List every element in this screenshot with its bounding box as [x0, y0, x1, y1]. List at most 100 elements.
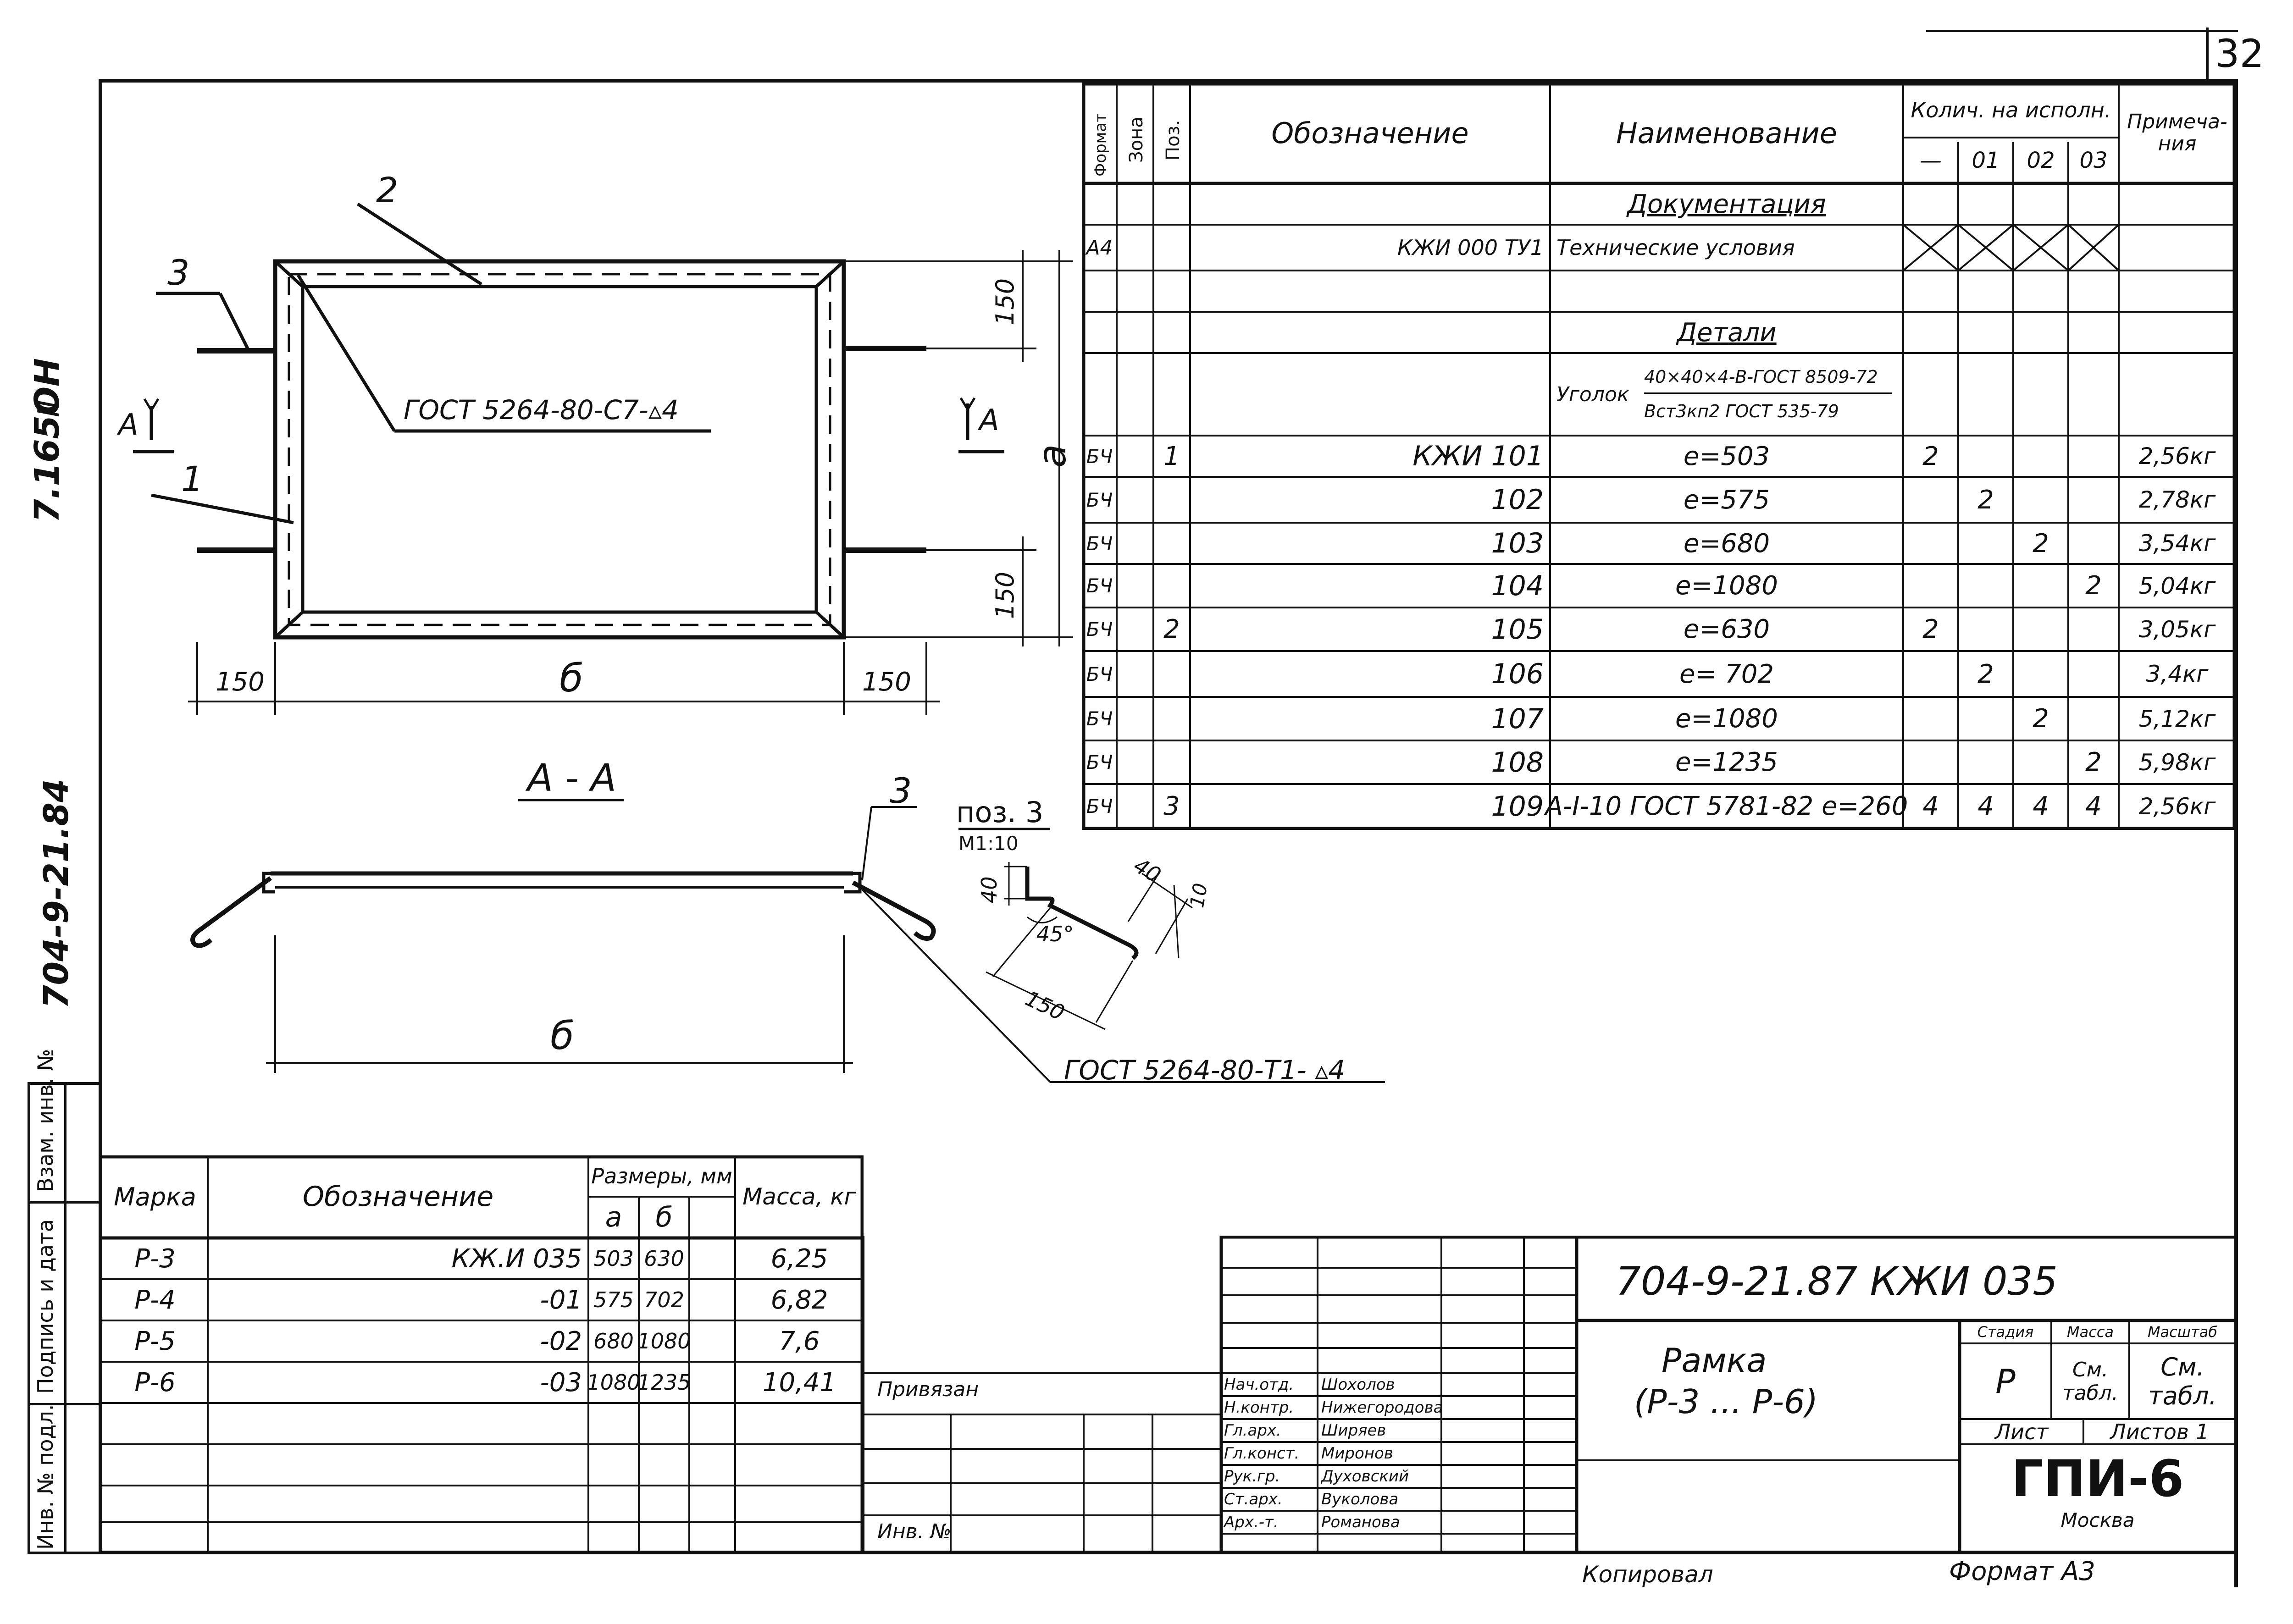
spec-row-qty: [1958, 608, 2013, 651]
spec-row-qty: 4: [1977, 791, 1994, 821]
spec-row-4-name: Уголок: [1556, 382, 1629, 406]
spec-row-qty: [2013, 608, 2068, 651]
sheets-label: Листов 1: [2110, 1419, 2209, 1444]
spec-row-note: 2,56кг: [2138, 793, 2216, 820]
copied-label: Копировал: [1582, 1561, 1713, 1588]
signatory-role: Арх.-т.: [1224, 1513, 1279, 1531]
sheet-label: Лист: [1994, 1419, 2049, 1444]
spec-row-qty: [1903, 523, 1958, 564]
spec-row-qty: 2: [1922, 614, 1939, 644]
spec-row-note: 2,56кг: [2138, 443, 2216, 470]
spec-row-qty: 2: [2085, 571, 2102, 601]
spec-row-qty: [2068, 608, 2119, 651]
side-strip-row1: [28, 1201, 101, 1204]
detail-dim-10: 10: [1185, 881, 1212, 910]
spec-row-designation: КЖИ 101: [1412, 440, 1544, 472]
marks-header-b: б: [655, 1201, 673, 1233]
dim-left-150: 150: [216, 667, 265, 697]
spec-row-designation: 108: [1491, 746, 1544, 779]
privyazan-label: Привязан: [877, 1378, 979, 1401]
dim-b-section: б: [550, 1013, 574, 1058]
sheet-num-box-left: [2206, 28, 2209, 82]
section-title: А - А: [527, 757, 616, 800]
side-strip-row2: [28, 1403, 101, 1405]
spec-row-designation: 105: [1491, 613, 1544, 646]
spec-row-pos: [1153, 651, 1190, 697]
spec-row-name: е=1080: [1675, 571, 1778, 601]
title-block-grid: [864, 1236, 2236, 1554]
detail-angle-45: 45°: [1036, 922, 1074, 946]
format-label: Формат А3: [1949, 1557, 2095, 1586]
signatory-name: Нижегородова: [1321, 1398, 1441, 1417]
spec-row-pos: [1153, 523, 1190, 564]
spec-row-qty: [1958, 436, 2013, 477]
spec-table: Формат Зона Поз. Обозначение Наименовани…: [1082, 83, 2236, 830]
spec-row-name: е=1235: [1675, 747, 1778, 777]
section-marker-right: А: [979, 403, 999, 437]
spec-row-note: 5,98кг: [2138, 749, 2216, 776]
marks-grid: [102, 1155, 864, 1554]
marks-header-mark: Марка: [114, 1182, 196, 1211]
spec-row-pos: [1153, 477, 1190, 523]
spec-row-qty: [1903, 564, 1958, 608]
spec-row-qty: [1958, 697, 2013, 740]
signatory-name: Ширяев: [1321, 1421, 1386, 1440]
dim-150-bottom: 150: [991, 571, 1019, 619]
spec-row-1-designation: КЖИ 000 ТУ1: [1397, 235, 1544, 260]
spec-row-designation: 107: [1491, 702, 1544, 735]
spec-row-format: БЧ: [1086, 795, 1113, 818]
spec-row-format: БЧ: [1086, 532, 1113, 555]
spec-header-q0: —: [1920, 148, 1942, 173]
spec-row-qty: 2: [2085, 747, 2102, 777]
spec-row-qty: [1903, 697, 1958, 740]
signatory-role: Рук.гр.: [1224, 1467, 1280, 1486]
spec-row-note: 5,12кг: [2138, 705, 2216, 732]
spec-row-note: 3,54кг: [2138, 530, 2216, 557]
marks-header-mass: Масса, кг: [742, 1183, 856, 1210]
spec-header-note: Примеча-ния: [2127, 110, 2227, 155]
spec-row-qty: [1958, 523, 2013, 564]
spec-row-qty: [1903, 740, 1958, 784]
spec-row-qty: 4: [2033, 791, 2049, 821]
spec-row-note: 3,4кг: [2146, 661, 2209, 687]
spec-row-1-format: А4: [1086, 236, 1113, 260]
section-pos-3: 3: [890, 770, 912, 811]
spec-header-q2: 02: [2027, 148, 2055, 173]
frame-bottom: [99, 1551, 2238, 1554]
spec-row-name: А-I-10 ГОСТ 5781-82 е=260: [1545, 791, 1908, 821]
detail-dim-40a: 40: [977, 876, 1002, 903]
org-name: ГПИ-6: [2011, 1449, 2184, 1508]
marks-row-a: 503: [593, 1246, 634, 1271]
spec-row-qty: [2068, 651, 2119, 697]
doc-title-line2: (Р-3 ... Р-6): [1634, 1382, 1818, 1421]
spec-row-3-name: Детали: [1677, 317, 1777, 348]
marks-row-mass: 10,41: [762, 1367, 836, 1398]
signatory-role: Ст.арх.: [1224, 1490, 1283, 1508]
signatory-role: Гл.конст.: [1224, 1444, 1300, 1463]
marks-row-a: 575: [593, 1287, 634, 1312]
dim-a: а: [1030, 444, 1074, 468]
pos3-detail-scale: М1:10: [958, 832, 1019, 855]
signatory-name: Романова: [1321, 1513, 1400, 1531]
marks-row-b: 630: [644, 1246, 684, 1271]
marks-row-designation: -01: [540, 1285, 582, 1315]
spec-row-qty: 4: [1922, 791, 1939, 821]
marks-row-b: 702: [644, 1287, 684, 1312]
spec-row-name: е=1080: [1675, 704, 1778, 734]
spec-header-name: Наименование: [1616, 116, 1837, 150]
spec-grid: [1082, 83, 2236, 830]
sheet-num-box-top: [1926, 30, 2238, 32]
spec-row-qty: [2068, 523, 2119, 564]
sheet-number: 32: [2215, 31, 2264, 76]
spec-row-pos: [1153, 740, 1190, 784]
spec-row-name: е=575: [1683, 485, 1770, 515]
spec-row-qty: [2013, 651, 2068, 697]
signatory-role: Н.контр.: [1224, 1398, 1294, 1417]
spec-row-1-name: Технические условия: [1556, 235, 1795, 260]
spec-row-designation: 109: [1491, 790, 1544, 823]
spec-row-qty: [1958, 564, 2013, 608]
spec-row-qty: [2068, 477, 2119, 523]
spec-row-format: БЧ: [1086, 663, 1113, 685]
spec-row-qty: 2: [1977, 485, 1994, 515]
